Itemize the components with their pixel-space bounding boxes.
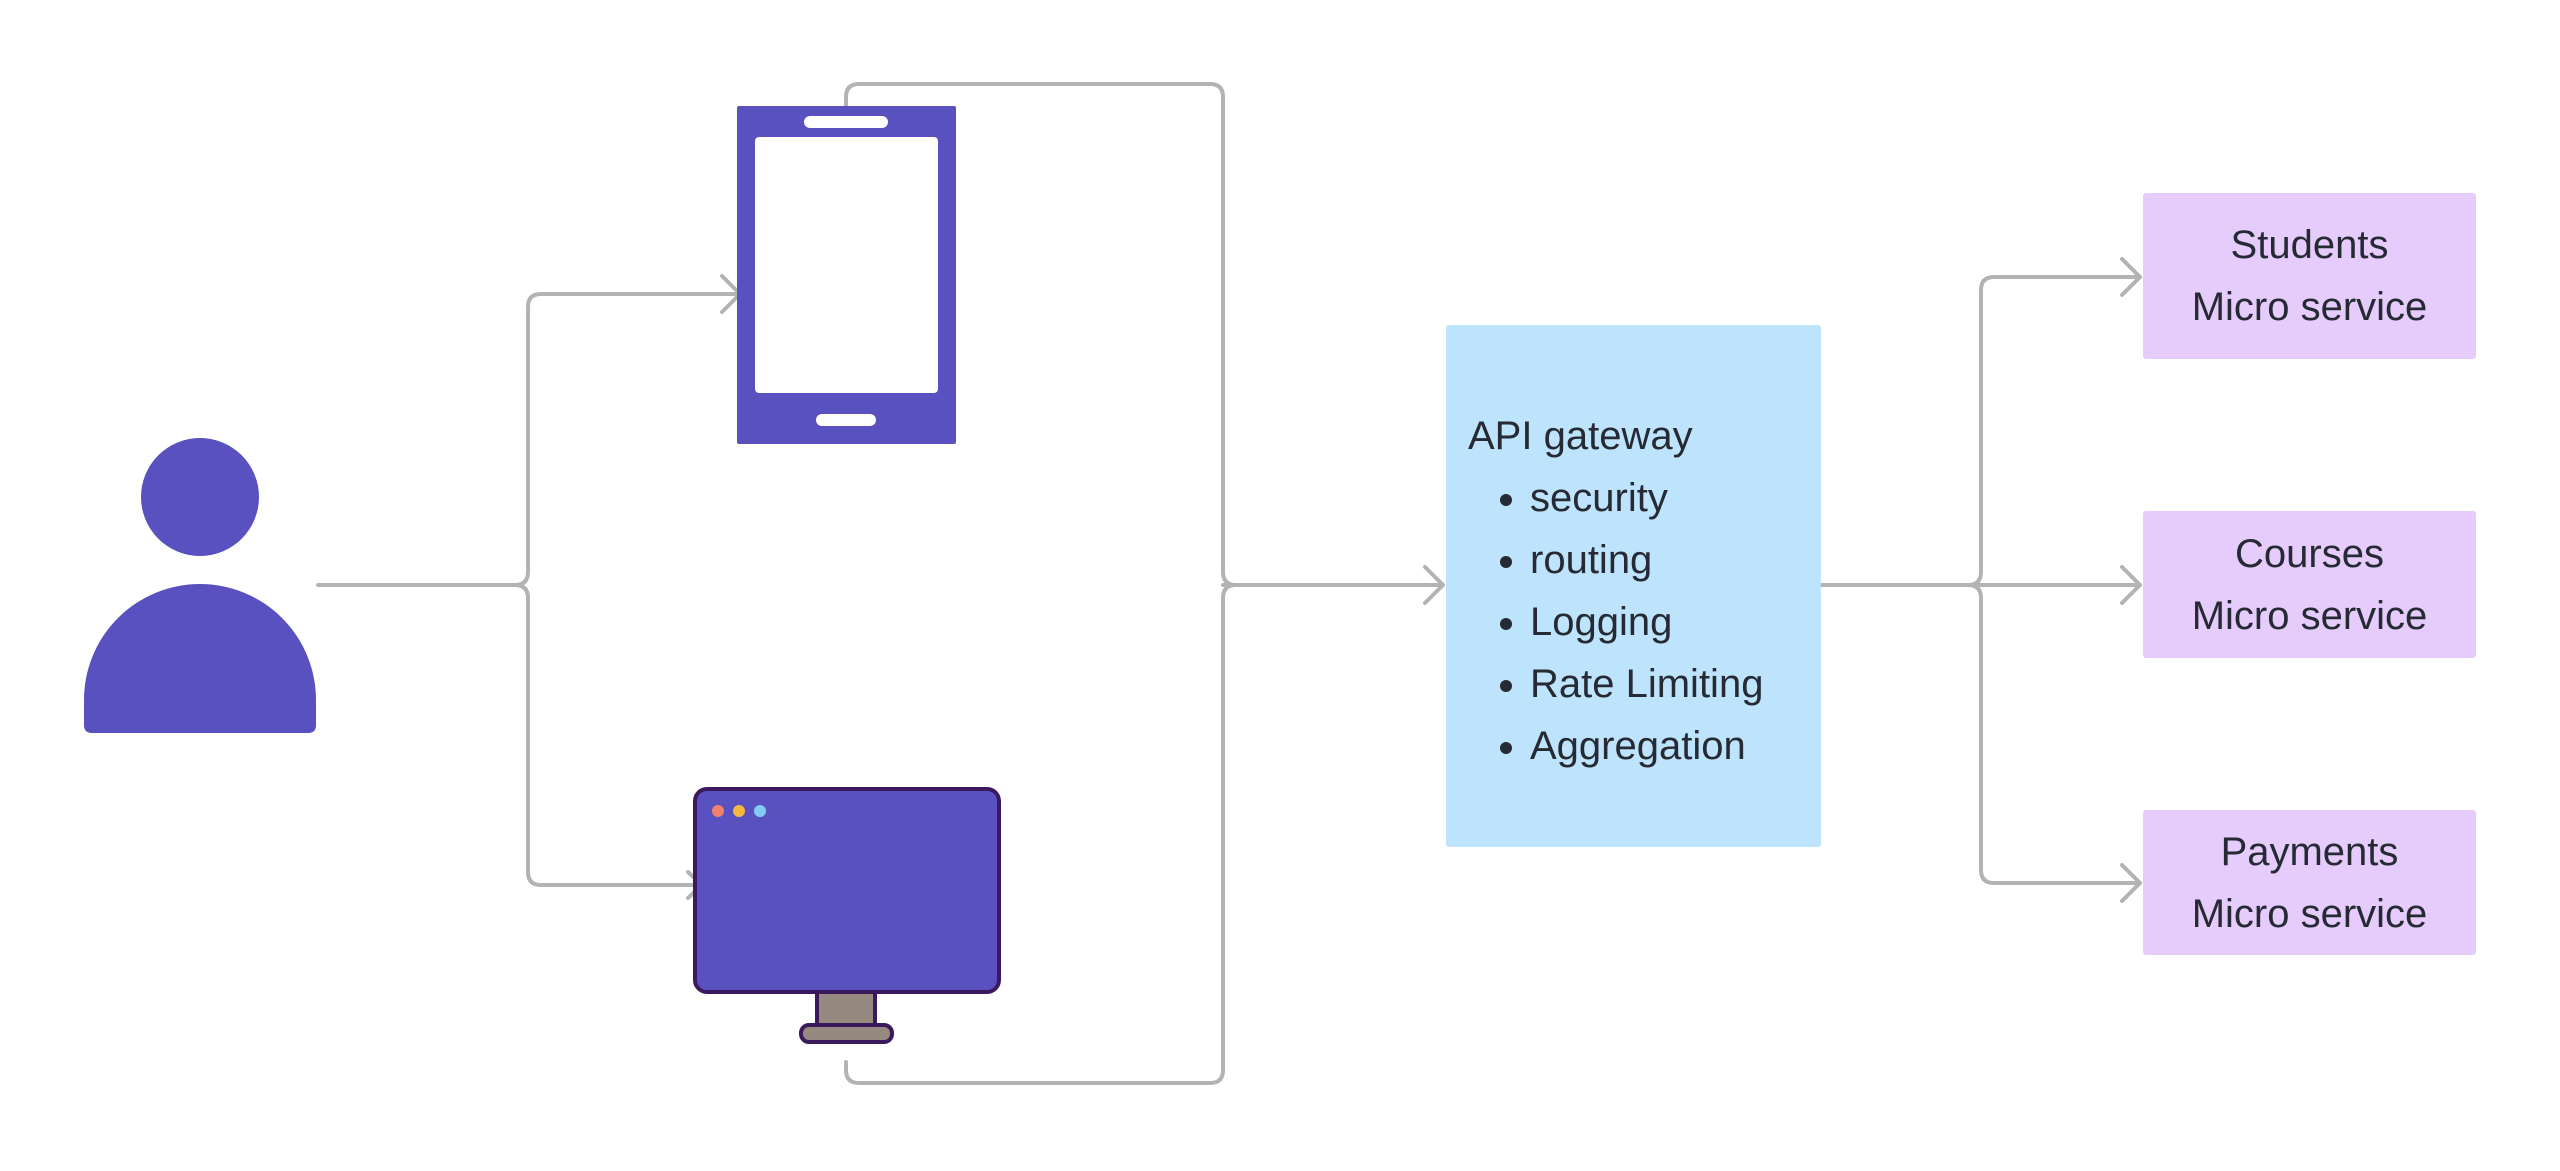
user-icon: [84, 438, 316, 733]
service-name: Courses: [2235, 531, 2384, 576]
arrowhead-to-students: [2120, 257, 2142, 297]
feature-item: Logging: [1530, 591, 1821, 653]
feature-item: Aggregation: [1530, 715, 1821, 777]
service-type: Micro service: [2191, 285, 2428, 329]
payments-service-box: Payments Micro service: [2143, 810, 2476, 955]
desktop-monitor-icon: [693, 787, 1001, 1044]
service-type: Micro service: [2191, 593, 2428, 638]
students-service-box: Students Micro service: [2143, 193, 2476, 359]
arrowhead-to-gateway: [1423, 565, 1445, 605]
connector-gateway-to-students: [1966, 275, 2142, 587]
connectors: [316, 82, 2142, 1085]
api-gateway-box: API gateway security routing Logging Rat…: [1446, 325, 1821, 847]
api-gateway-title: API gateway: [1468, 414, 1693, 458]
service-type: Micro service: [2191, 891, 2428, 936]
feature-item: routing: [1530, 529, 1821, 591]
connector-user-to-desktop: [513, 583, 704, 887]
service-name: Students: [2230, 223, 2389, 267]
connector-user-to-devices: [316, 292, 742, 587]
connector-desktop-to-gateway: [844, 583, 1238, 1085]
feature-item: security: [1530, 467, 1821, 529]
feature-item: Rate Limiting: [1530, 653, 1821, 715]
api-gateway-features: security routing Logging Rate Limiting A…: [1468, 467, 1821, 777]
courses-service-box: Courses Micro service: [2143, 511, 2476, 658]
service-name: Payments: [2220, 829, 2399, 874]
mobile-phone-icon: [737, 106, 956, 444]
connector-gateway-to-payments: [1966, 583, 2142, 885]
arrowhead-to-courses: [2120, 565, 2142, 605]
arrowhead-to-payments: [2120, 863, 2142, 903]
connector-mobile-to-gateway: [844, 82, 1238, 587]
